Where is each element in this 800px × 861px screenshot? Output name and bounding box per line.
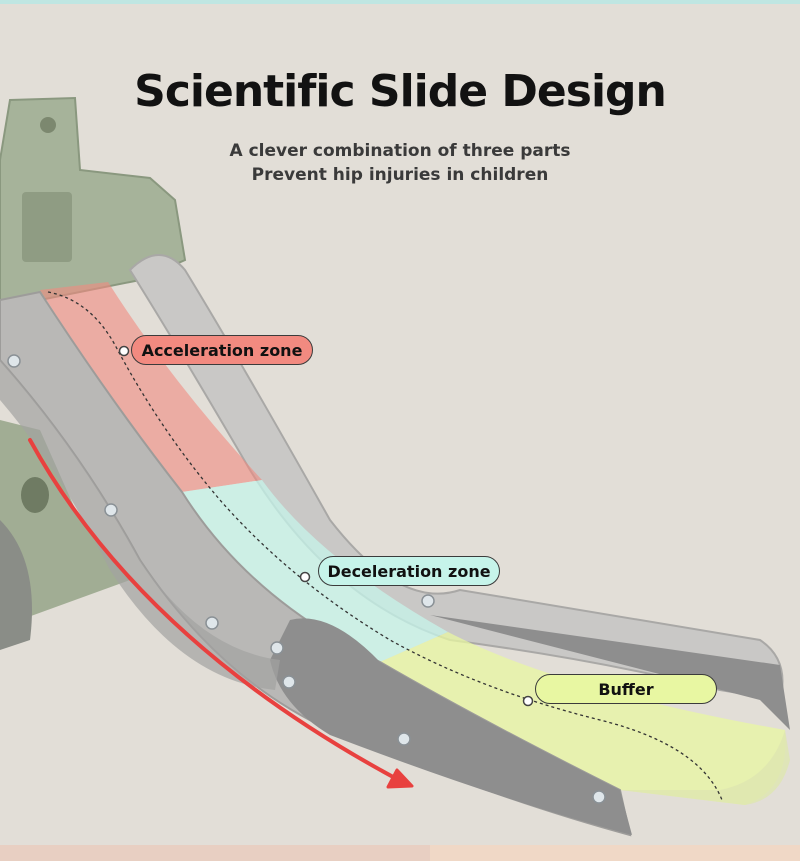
bolt bbox=[205, 616, 219, 630]
wheel bbox=[0, 520, 32, 650]
top-accent-strip bbox=[0, 0, 800, 4]
buffer-zone-bed bbox=[380, 632, 786, 805]
acceleration-zone-label: Acceleration zone bbox=[131, 335, 313, 365]
bottom-strip-right bbox=[430, 845, 800, 861]
acceleration-marker bbox=[118, 345, 130, 357]
slide-back-rail-dark bbox=[430, 615, 790, 730]
bolt bbox=[104, 503, 118, 517]
subtitle-line-2: Prevent hip injuries in children bbox=[251, 165, 549, 185]
subtitle-line-1: A clever combination of three parts bbox=[229, 141, 571, 161]
motion-arrow bbox=[28, 438, 397, 780]
motion-arrow-head bbox=[386, 768, 414, 789]
tower-window bbox=[22, 192, 72, 262]
deceleration-zone-bed bbox=[182, 480, 448, 662]
bolt bbox=[282, 675, 296, 689]
buffer-zone-label: Buffer bbox=[535, 674, 717, 704]
bolt bbox=[421, 594, 435, 608]
bolt bbox=[270, 641, 284, 655]
tower-porthole bbox=[21, 477, 49, 513]
page-title: Scientific Slide Design bbox=[134, 66, 667, 117]
tower-hole bbox=[40, 117, 56, 133]
bottom-strip-left bbox=[0, 845, 430, 861]
slide-front-rail-dark bbox=[270, 618, 632, 835]
acceleration-zone-bed bbox=[40, 282, 262, 492]
bolts bbox=[7, 354, 606, 804]
slide-path-line bbox=[47, 291, 723, 801]
green-tower bbox=[0, 96, 187, 650]
bolt bbox=[592, 790, 606, 804]
bolt bbox=[397, 732, 411, 746]
buffer-marker bbox=[522, 695, 534, 707]
deceleration-zone-label: Deceleration zone bbox=[318, 556, 500, 586]
bolt bbox=[7, 354, 21, 368]
deceleration-marker bbox=[299, 571, 311, 583]
